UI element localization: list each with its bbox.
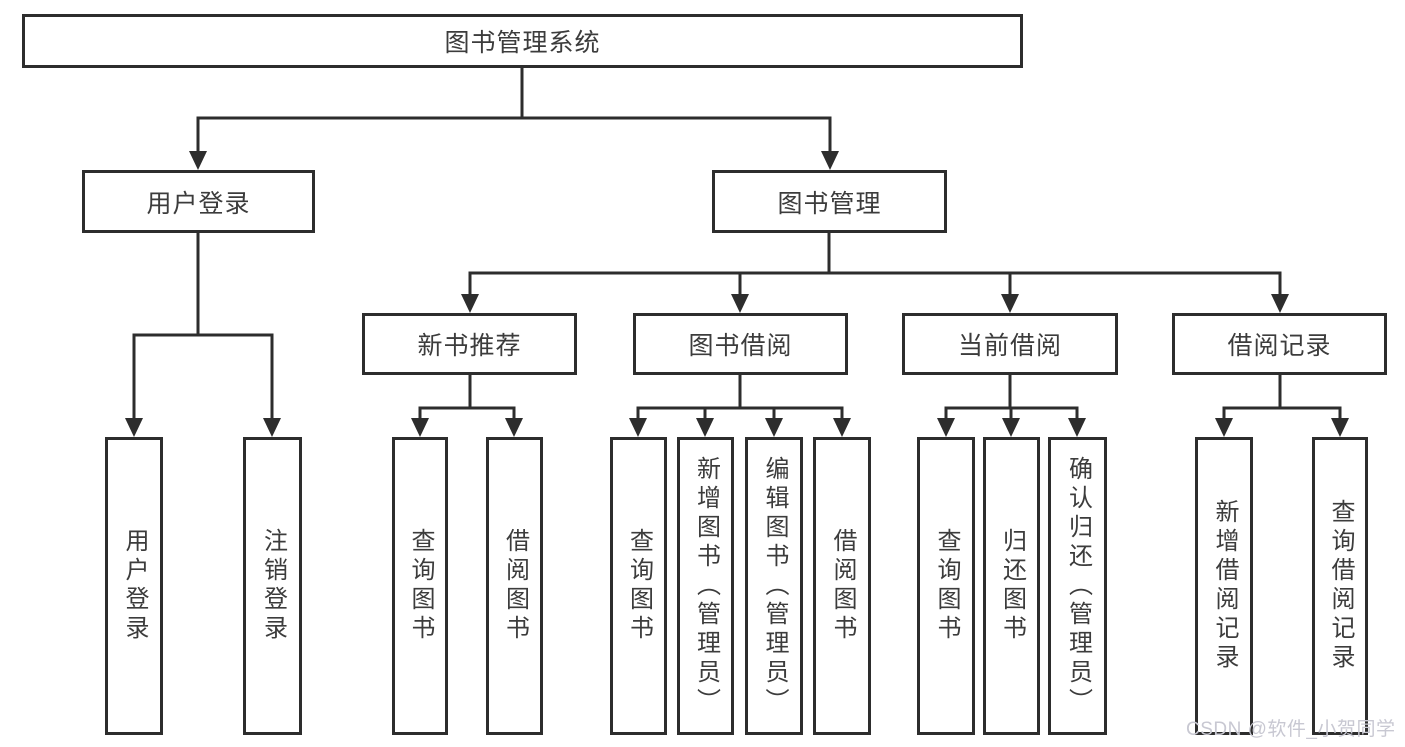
leaf-confirm-return-admin: 确认归还（管理员） <box>1048 437 1107 735</box>
leaf-borrow-books-borrowing: 借阅图书 <box>813 437 871 735</box>
leaf-label: 查询图书 <box>407 528 434 644</box>
leaf-add-borrow-record: 新增借阅记录 <box>1195 437 1253 735</box>
node-label: 用户登录 <box>146 189 251 218</box>
node-label: 图书借阅 <box>688 332 793 360</box>
leaf-label: 借阅图书 <box>501 528 529 644</box>
leaf-label: 注销登录 <box>259 528 287 644</box>
leaf-label: 编辑图书（管理员） <box>761 455 788 717</box>
leaf-label: 查询图书 <box>625 528 653 644</box>
leaf-borrow-books-recommend: 借阅图书 <box>486 437 543 735</box>
edge-lines <box>132 66 1342 423</box>
node-current-borrowing: 当前借阅 <box>902 313 1118 375</box>
node-new-book-recommendation: 新书推荐 <box>362 313 577 375</box>
node-label: 借阅记录 <box>1227 332 1332 360</box>
leaf-label: 确认归还（管理员） <box>1064 455 1092 717</box>
leaf-label: 新增图书（管理员） <box>692 455 720 717</box>
leaf-add-books-admin: 新增图书（管理员） <box>677 437 734 735</box>
node-library-management-system: 图书管理系统 <box>22 14 1023 68</box>
node-borrowing-records: 借阅记录 <box>1172 313 1387 375</box>
node-label: 图书管理系统 <box>444 29 601 57</box>
leaf-query-books-borrowing: 查询图书 <box>610 437 667 735</box>
leaf-query-books-recommend: 查询图书 <box>392 437 448 735</box>
leaf-label: 用户登录 <box>121 528 148 644</box>
leaf-logout: 注销登录 <box>243 437 302 735</box>
node-user-login: 用户登录 <box>82 170 315 233</box>
node-label: 当前借阅 <box>957 332 1062 360</box>
leaf-label: 新增借阅记录 <box>1211 499 1238 673</box>
leaf-user-login: 用户登录 <box>105 437 163 735</box>
node-book-borrowing: 图书借阅 <box>633 313 848 375</box>
csdn-watermark: CSDN @软件_小贺同学 <box>1186 719 1396 740</box>
leaf-query-books-current: 查询图书 <box>917 437 975 735</box>
leaf-label: 查询图书 <box>933 528 960 644</box>
leaf-edit-books-admin: 编辑图书（管理员） <box>745 437 803 735</box>
leaf-label: 借阅图书 <box>829 528 856 644</box>
leaf-query-borrow-record: 查询借阅记录 <box>1312 437 1368 735</box>
leaf-return-books: 归还图书 <box>983 437 1040 735</box>
leaf-label: 归还图书 <box>998 528 1026 644</box>
arrowhead-icons <box>125 151 1349 437</box>
leaf-label: 查询借阅记录 <box>1327 499 1354 673</box>
node-book-management: 图书管理 <box>712 170 947 233</box>
node-label: 图书管理 <box>777 189 882 218</box>
node-label: 新书推荐 <box>417 332 522 360</box>
